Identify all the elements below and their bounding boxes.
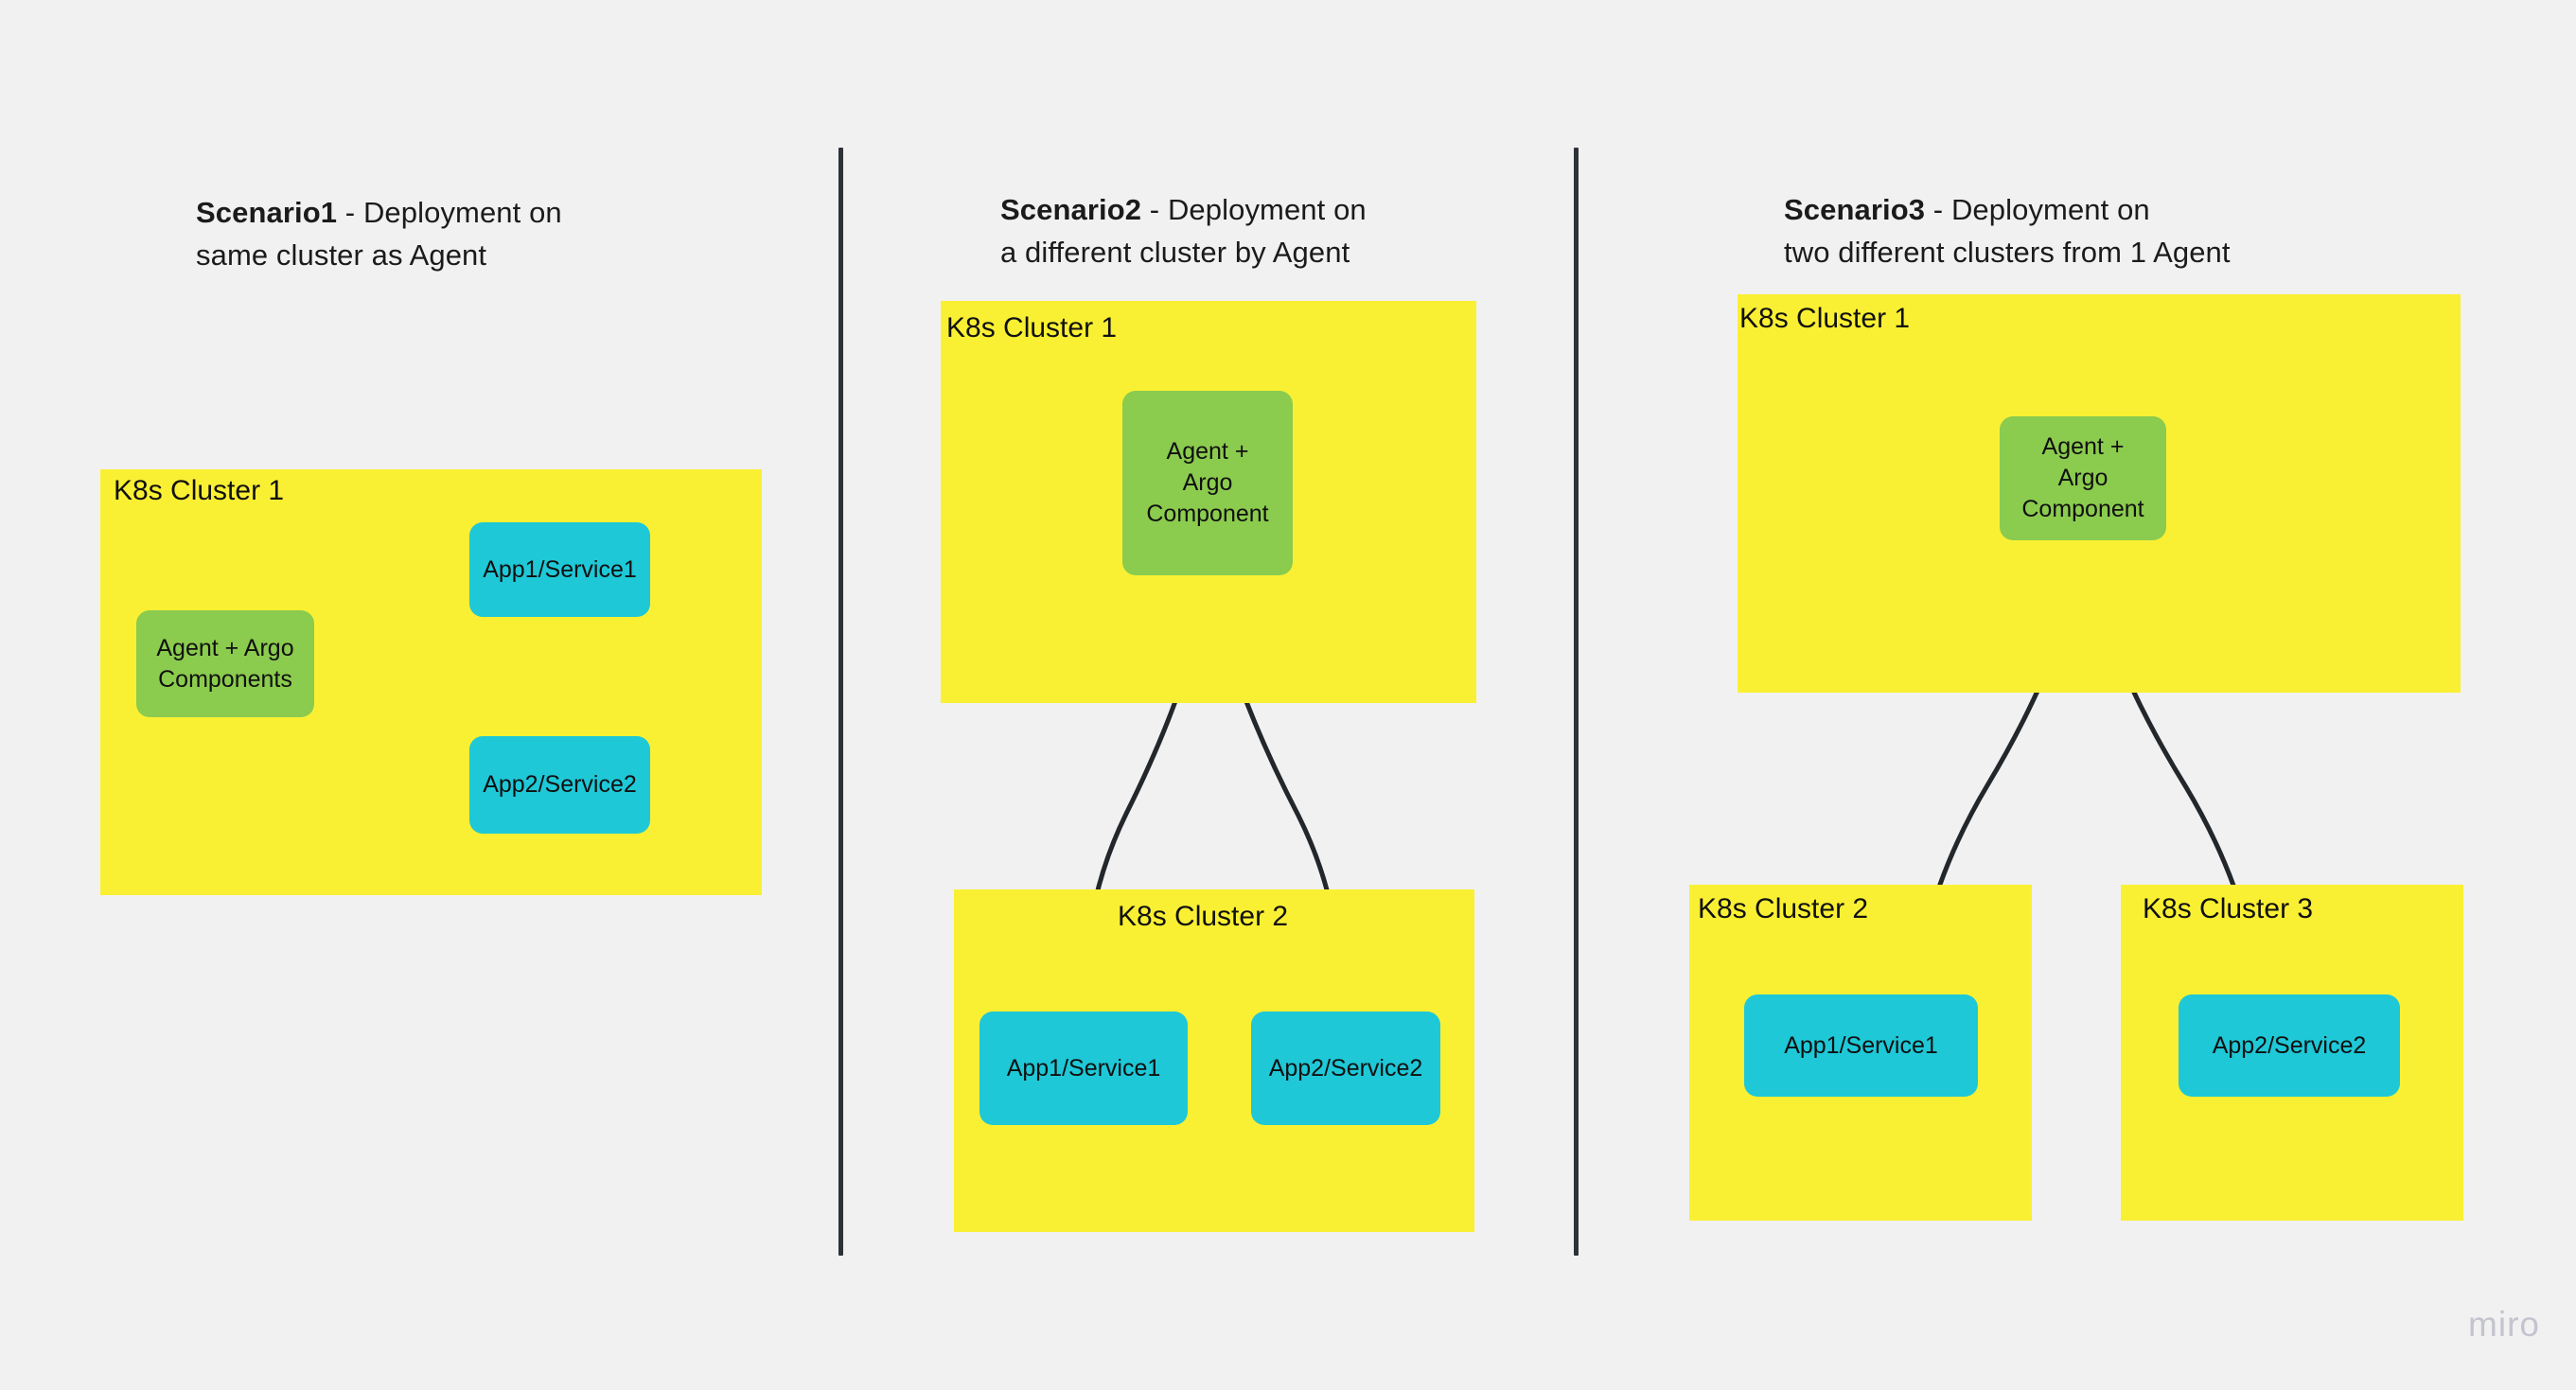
- node-s2-app2-service2[interactable]: App2/Service2: [1251, 1012, 1440, 1125]
- scenario1-title: Scenario1 - Deployment on same cluster a…: [196, 150, 726, 277]
- cluster-label-s1-k8s-cluster-1: K8s Cluster 1: [114, 475, 285, 506]
- node-s2-agent-argo-component[interactable]: Agent + Argo Component: [1122, 391, 1293, 575]
- scenario2-title: Scenario2 - Deployment on a different cl…: [1000, 147, 1530, 274]
- miro-watermark: miro: [2468, 1305, 2540, 1344]
- node-s1-app2-service2[interactable]: App2/Service2: [469, 736, 650, 834]
- cluster-label-s2-k8s-cluster-1: K8s Cluster 1: [946, 312, 1118, 343]
- scenario1-title-strong: Scenario1: [196, 195, 338, 229]
- node-s3-app1-service1[interactable]: App1/Service1: [1744, 994, 1978, 1097]
- cluster-label-s3-k8s-cluster-1: K8s Cluster 1: [1739, 303, 1911, 334]
- scenario3-title-strong: Scenario3: [1784, 192, 1926, 226]
- node-s2-app1-service1[interactable]: App1/Service1: [979, 1012, 1188, 1125]
- scenario2-title-rest: - Deployment on a different cluster by A…: [1000, 192, 1367, 269]
- scenario1-title-rest: - Deployment on same cluster as Agent: [196, 195, 562, 272]
- panel-divider-1: [838, 148, 843, 1256]
- node-s1-app1-service1[interactable]: App1/Service1: [469, 522, 650, 617]
- node-s3-agent-argo-component[interactable]: Agent + Argo Component: [2000, 416, 2166, 540]
- panel-divider-2: [1574, 148, 1579, 1256]
- cluster-label-s3-k8s-cluster-2: K8s Cluster 2: [1698, 893, 1869, 924]
- scenario3-title: Scenario3 - Deployment on two different …: [1784, 147, 2371, 274]
- cluster-label-s2-k8s-cluster-2: K8s Cluster 2: [1118, 901, 1289, 932]
- cluster-label-s3-k8s-cluster-3: K8s Cluster 3: [2143, 893, 2314, 924]
- scenario3-title-rest: - Deployment on two different clusters f…: [1784, 192, 2231, 269]
- node-s3-app2-service2[interactable]: App2/Service2: [2179, 994, 2400, 1097]
- scenario2-title-strong: Scenario2: [1000, 192, 1142, 226]
- node-s1-agent-argo-components[interactable]: Agent + Argo Components: [136, 610, 314, 717]
